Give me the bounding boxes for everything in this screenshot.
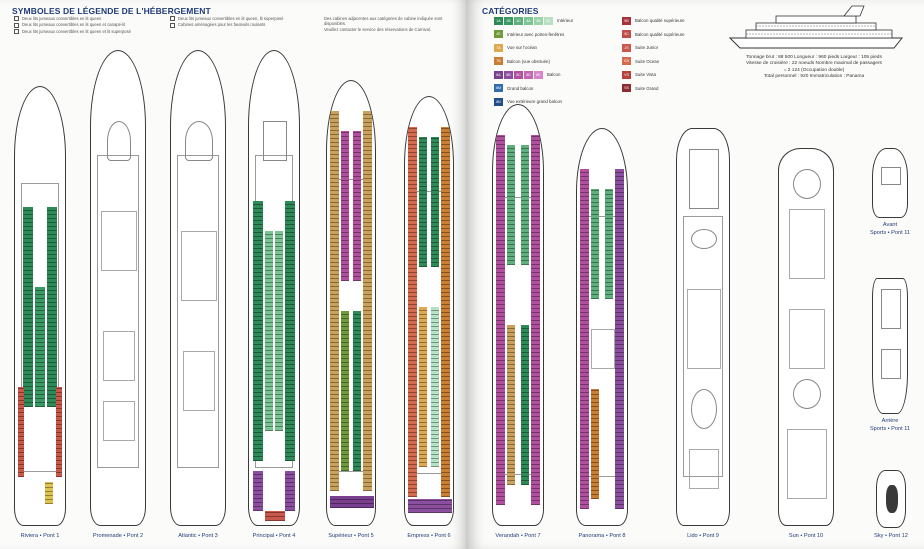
category-legend-row: 9B Balcon qualité supérieure [622, 15, 732, 27]
wheelchair-icon [170, 22, 175, 28]
category-swatch: JS [622, 43, 631, 52]
category-swatch: 7A [494, 43, 503, 52]
deck-plan-panorama[interactable] [576, 128, 628, 526]
category-swatch: 7B [494, 57, 503, 66]
deck-plan-sports-aft[interactable] [872, 278, 908, 414]
category-legend-row: 9C Balcon qualité supérieure [622, 29, 732, 41]
category-swatch: SS [622, 84, 631, 93]
deck-plan-empress[interactable] [404, 96, 454, 526]
category-label: Intérieur avec portes-fenêtres [507, 31, 565, 37]
category-swatch: 8M [494, 84, 503, 93]
deck-label: Panorama • Pont 8 [578, 533, 626, 539]
category-swatch: 8E [534, 70, 543, 79]
category-legend-row: 8M Grand balcon [494, 83, 670, 95]
deck-plan-verandah[interactable] [492, 104, 544, 526]
deck-sublabel: Sports • Pont 11 [869, 426, 911, 432]
bed-icon [14, 16, 19, 22]
deck-label: Supérieur • Pont 5 [328, 533, 374, 539]
category-legend-right: 9B Balcon qualité supérieure 9C Balcon qual… [622, 15, 732, 96]
deck-plan-sports-forward[interactable] [872, 148, 908, 218]
deck-plan-atlantic[interactable] [170, 50, 226, 526]
deck-label: Sky • Pont 12 [874, 533, 908, 539]
category-swatch: 8N [494, 97, 503, 106]
sofa-bed-icon [14, 22, 19, 28]
deck-plan-sky[interactable] [876, 470, 906, 528]
category-swatch: 1A [494, 16, 503, 25]
deck-label: Riviera • Pont 1 [20, 533, 60, 539]
category-swatch: GS [622, 57, 631, 66]
deck-label: Promenade • Pont 2 [92, 533, 144, 539]
category-legend-row: SS Suite Grand [622, 83, 732, 95]
category-swatch: 9B [622, 16, 631, 25]
legend-col-3: Des cabines adjacentes aux catégories de… [324, 16, 443, 33]
category-label: Balcon [547, 72, 561, 78]
legend-col-2: Deux lits jumeaux convertibles en lit qu… [170, 16, 310, 29]
category-swatch: 1B [504, 16, 513, 25]
accommodation-legend-title: SYMBOLES DE LÉGENDE DE L'HÉBERGEMENT [12, 6, 211, 16]
deck-plan-riviera[interactable] [14, 86, 66, 526]
category-swatch: VS [622, 70, 631, 79]
category-legend-row: VS Suite Vista [622, 69, 732, 81]
ship-profile-icon [728, 5, 904, 49]
left-page: SYMBOLES DE LÉGENDE DE L'HÉBERGEMENT Deu… [0, 0, 466, 549]
category-legend-row: 8N Vue extérieure grand balcon [494, 96, 670, 108]
category-legend-row: 7B Balcon (vue obstruée) [494, 56, 670, 68]
category-label: Suite Junior [635, 45, 659, 51]
deck-plan-promenade[interactable] [90, 50, 146, 526]
category-legend-row: 7A Vue sur l'océan [494, 42, 670, 54]
category-swatch: 8D [524, 70, 533, 79]
legend-col-1: Deux lits jumeaux convertibles en lit qu… [14, 16, 164, 35]
deck-plan-lido[interactable] [676, 128, 730, 526]
category-label: Balcon qualité supérieure [635, 18, 685, 24]
category-swatch: 1C [514, 16, 523, 25]
deck-label: Sun • Pont 10 [788, 533, 824, 539]
categories-title: CATÉGORIES [482, 6, 539, 16]
deck-label: Lido • Pont 9 [687, 533, 719, 539]
category-legend-row: GS Suite Ocean [622, 56, 732, 68]
category-swatch: 4C [544, 16, 553, 25]
category-swatch: 4A [524, 16, 533, 25]
category-swatch: 8C [514, 70, 523, 79]
deck-label: Avant [882, 222, 898, 228]
deck-label: Atlantic • Pont 3 [178, 533, 218, 539]
bunk-bed-icon [170, 16, 175, 22]
category-label: Suite Vista [635, 72, 656, 78]
deck-label: Verandah • Pont 7 [495, 533, 541, 539]
deck-label: Arrière [881, 418, 899, 424]
deck-sublabel: Sports • Pont 11 [869, 230, 911, 236]
category-label: Suite Ocean [635, 58, 660, 64]
deck-plan-sun[interactable] [778, 148, 834, 526]
category-label: Suite Grand [635, 85, 659, 91]
deck-label: Principal • Pont 4 [252, 533, 296, 539]
category-swatch: 8B [504, 70, 513, 79]
category-label: Balcon (vue obstruée) [507, 58, 550, 64]
category-label: Balcon qualité supérieure [635, 31, 685, 37]
category-legend-row: JS Suite Junior [622, 42, 732, 54]
category-swatch: 4B [534, 16, 543, 25]
bunk-bed-icon [14, 29, 19, 35]
category-legend-row: 4E Intérieur avec portes-fenêtres [494, 29, 670, 41]
category-swatch: 9C [622, 30, 631, 39]
category-label: Vue sur l'océan [507, 45, 537, 51]
category-label: Vue extérieure grand balcon [507, 99, 563, 105]
category-swatch: 4E [494, 30, 503, 39]
category-label: Grand balcon [507, 85, 534, 91]
ship-specifications: Tonnage brut : 88 500 Longueur : 960 pie… [746, 55, 882, 79]
deck-plan-principal[interactable] [248, 50, 300, 526]
category-swatch: 8A [494, 70, 503, 79]
deck-label: Empress • Pont 6 [407, 533, 451, 539]
category-label: Intérieur [557, 18, 574, 24]
deck-plan-superieur[interactable] [326, 80, 376, 526]
